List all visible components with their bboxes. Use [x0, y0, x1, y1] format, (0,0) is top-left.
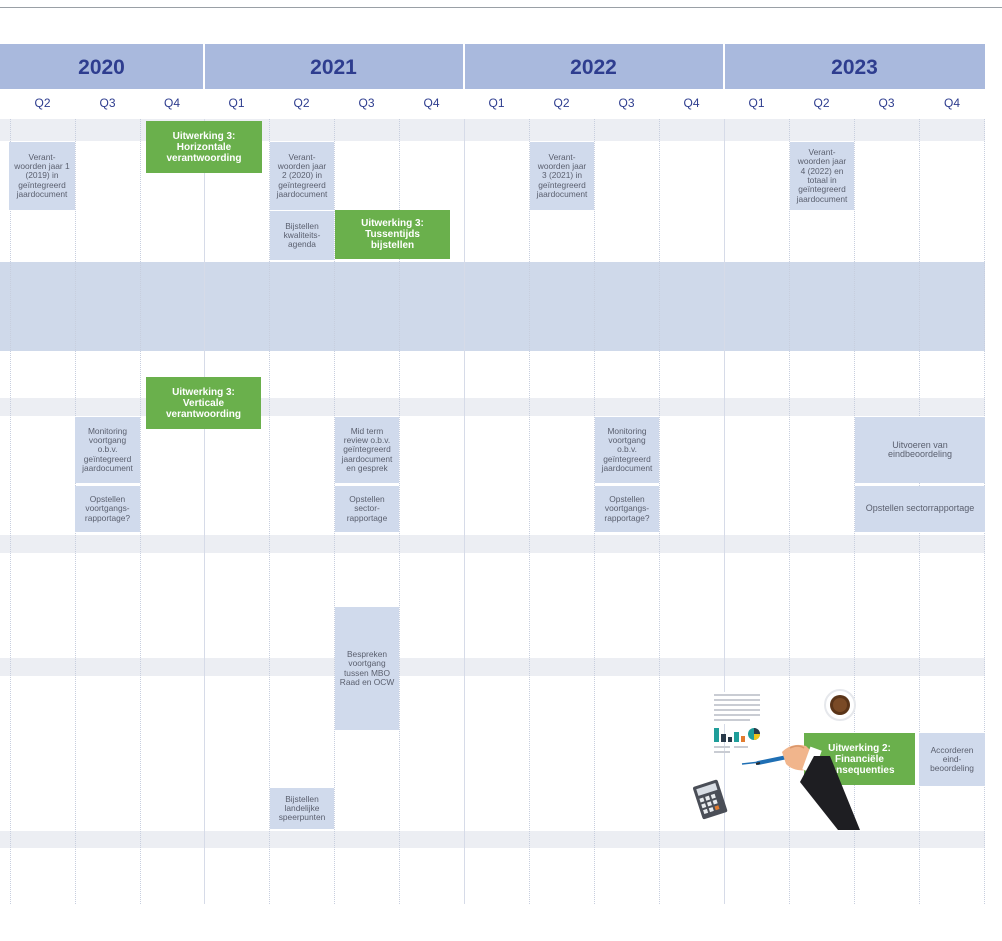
grid-line: [269, 119, 270, 904]
grid-line: [10, 119, 11, 904]
activity-accorderen-eindbeoordeling: Accorderen eind- beoordeling: [919, 733, 985, 786]
activity-verantwoorden-jaar-2: Verant- woorden jaar 2 (2020) in geïnteg…: [270, 142, 334, 210]
grid-line: [789, 119, 790, 904]
year-2021: 2021: [310, 56, 357, 79]
activity-monitoring-voortgang: Monitoring voortgang o.b.v. geïntegreerd…: [75, 417, 140, 483]
quarter-label: Q2: [293, 96, 310, 110]
year-separator: [463, 44, 465, 89]
activity-verantwoorden-jaar-4: Verant- woorden jaar 4 (2022) en totaal …: [790, 142, 854, 210]
quarter-row: [0, 89, 985, 120]
grid-line: [204, 119, 205, 904]
activity-opstellen-sectorrapportage: Opstellen sector- rapportage: [335, 486, 399, 532]
year-header-band: [0, 44, 985, 89]
top-border: [0, 0, 1002, 8]
grid-line: [594, 119, 595, 904]
quarter-label: Q2: [34, 96, 51, 110]
highlight-tussentijds-bijstellen: Uitwerking 3: Tussentijds bijstellen: [335, 210, 450, 259]
grid-line: [399, 119, 400, 904]
grid-line: [464, 119, 465, 904]
grid-line: [854, 119, 855, 904]
activity-verantwoorden-jaar-1: Verant- woorden jaar 1 (2019) in geïnteg…: [9, 142, 75, 210]
quarter-label: Q3: [878, 96, 895, 110]
pie-chart-icon: [748, 728, 760, 740]
grid-line: [334, 119, 335, 904]
hand-with-pen: [782, 744, 860, 830]
section-band: [0, 262, 985, 351]
highlight-horizontale-verantwoording: Uitwerking 3: Horizontale verantwoording: [146, 121, 262, 173]
activity-opstellen-voortgangsrapportage: Opstellen voortgangs- rapportage?: [75, 486, 140, 532]
highlight-verticale-verantwoording: Uitwerking 3: Verticale verantwoording: [146, 377, 261, 429]
row-band: [0, 831, 985, 848]
coffee-cup-icon: [824, 689, 856, 721]
activity-bijstellen-speerpunten: Bijstellen landelijke speerpunten: [270, 788, 334, 829]
quarter-label: Q1: [228, 96, 245, 110]
activity-verantwoorden-jaar-3: Verant- woorden jaar 3 (2021) in geïnteg…: [530, 142, 594, 210]
quarter-label: Q4: [163, 96, 180, 110]
year-2022: 2022: [570, 56, 617, 79]
quarter-label: Q4: [943, 96, 960, 110]
activity-monitoring-voortgang: Monitoring voortgang o.b.v. geïntegreerd…: [595, 417, 659, 483]
calculator-icon: [693, 779, 728, 820]
quarter-label: Q3: [358, 96, 375, 110]
quarter-label: Q4: [683, 96, 700, 110]
quarter-label: Q3: [99, 96, 116, 110]
row-band: [0, 658, 985, 676]
activity-bijstellen-kwaliteitsagenda: Bijstellen kwaliteits- agenda: [270, 211, 334, 260]
quarter-label: Q1: [488, 96, 505, 110]
year-separator: [203, 44, 205, 89]
year-2023: 2023: [831, 56, 878, 79]
document-icon: [712, 692, 760, 724]
quarter-label: Q2: [553, 96, 570, 110]
quarter-label: Q1: [748, 96, 765, 110]
quarter-label: Q4: [423, 96, 440, 110]
bar-chart-icon: [714, 728, 745, 742]
activity-opstellen-sectorrapportage: Opstellen sectorrapportage: [855, 486, 985, 532]
grid-line: [140, 119, 141, 904]
activity-uitvoeren-eindbeoordeling: Uitvoeren van eindbeoordeling: [855, 417, 985, 483]
activity-mid-term-review: Mid term review o.b.v. geïntegreerd jaar…: [335, 417, 399, 483]
quarter-label: Q3: [618, 96, 635, 110]
row-band: [0, 535, 985, 553]
grid-line: [529, 119, 530, 904]
grid-line: [659, 119, 660, 904]
quarter-label: Q2: [813, 96, 830, 110]
year-separator: [723, 44, 725, 89]
grid-line: [724, 119, 725, 904]
illustration: [693, 689, 860, 830]
activity-bespreken-voortgang: Bespreken voortgang tussen MBO Raad en O…: [335, 607, 399, 730]
activity-opstellen-voortgangsrapportage: Opstellen voortgangs- rapportage?: [595, 486, 659, 532]
year-2020: 2020: [78, 56, 125, 79]
